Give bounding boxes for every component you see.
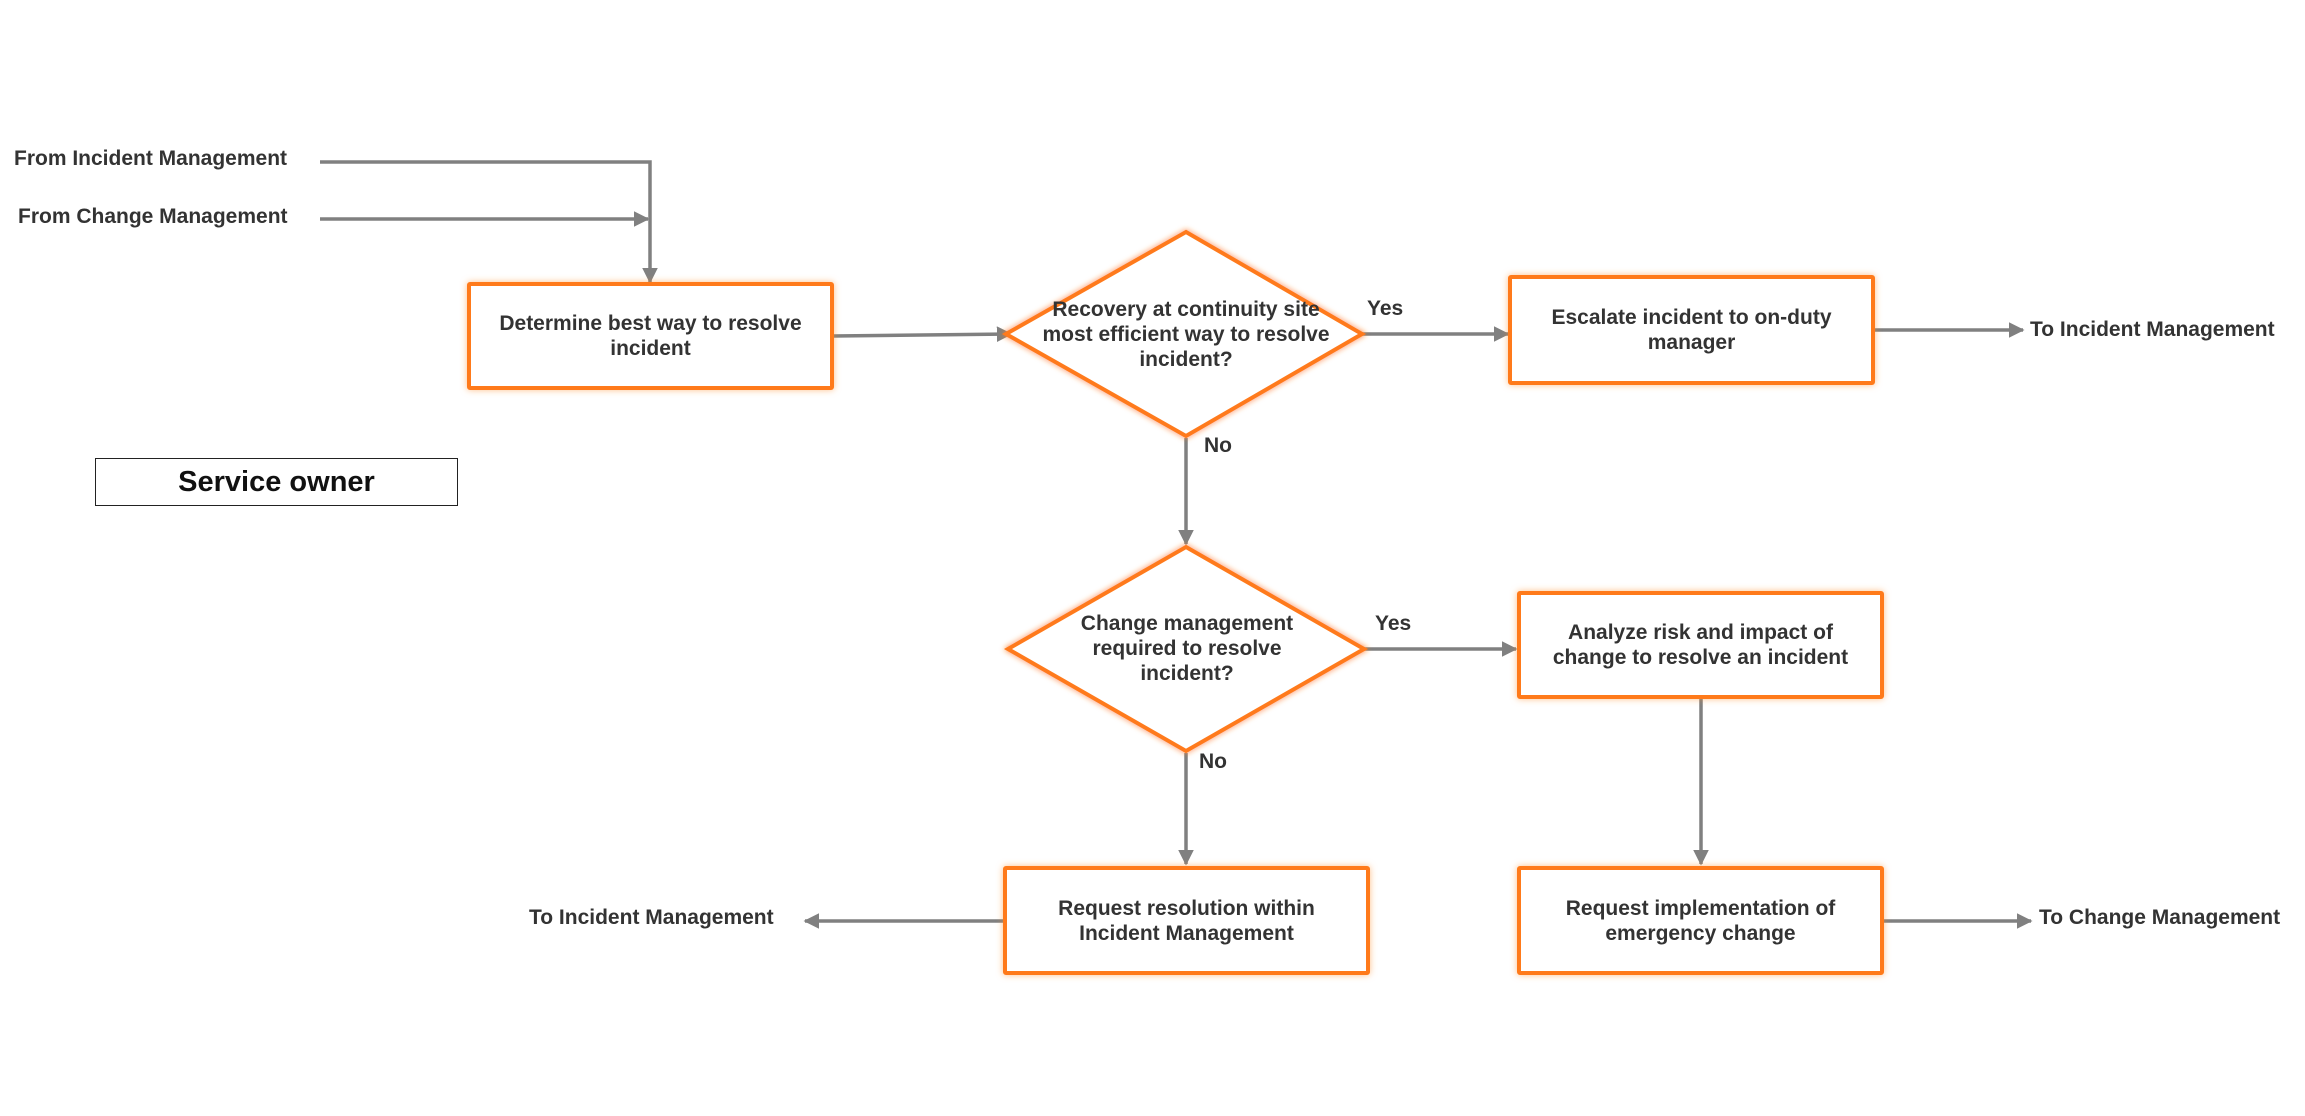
edge-from-incident bbox=[320, 160, 658, 284]
node-request-resolution: Request resolution within Incident Manag… bbox=[1003, 866, 1370, 975]
edge-label-recovery-yes: Yes bbox=[1367, 297, 1404, 320]
node-change-decision: Change management required to resolve in… bbox=[1080, 611, 1294, 685]
input-from-change: From Change Management bbox=[18, 205, 288, 228]
recovery-decision-diamond bbox=[1001, 229, 1366, 439]
edge-label-recovery-no: No bbox=[1204, 434, 1232, 457]
change-decision-diamond bbox=[1003, 544, 1369, 754]
node-escalate: Escalate incident to on-duty manager bbox=[1508, 275, 1875, 385]
output-to-incident-top: To Incident Management bbox=[2030, 318, 2275, 341]
node-analyze: Analyze risk and impact of change to res… bbox=[1517, 591, 1884, 699]
output-to-change: To Change Management bbox=[2039, 906, 2281, 929]
input-from-incident: From Incident Management bbox=[14, 147, 288, 170]
node-recovery-decision: Recovery at continuity site most efficie… bbox=[1042, 297, 1330, 371]
edge-label-change-no: No bbox=[1199, 750, 1227, 773]
edge-determine-to-recovery bbox=[832, 326, 1013, 343]
lane-role-label: Service owner bbox=[95, 458, 458, 506]
node-request-implementation: Request implementation of emergency chan… bbox=[1517, 866, 1884, 975]
node-determine: Determine best way to resolve incident bbox=[467, 282, 834, 390]
output-to-incident-bottom: To Incident Management bbox=[529, 906, 774, 929]
edge-label-change-yes: Yes bbox=[1375, 612, 1412, 635]
